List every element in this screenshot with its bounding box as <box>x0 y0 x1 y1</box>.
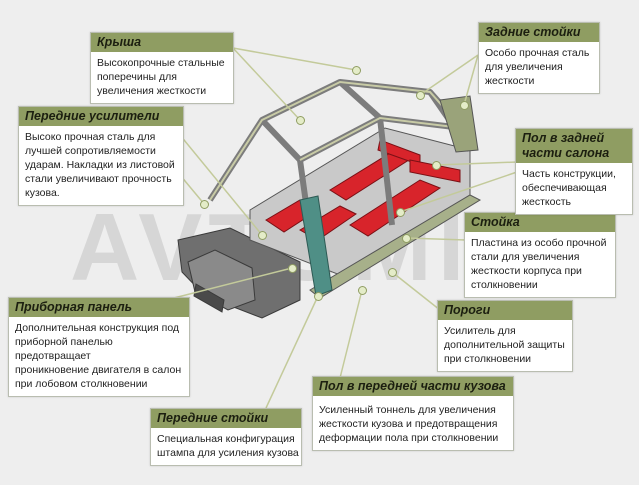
callout-rear-pillars-line: жесткости <box>485 75 535 87</box>
callout-roof-body: Высокопрочные стальные поперечины для ув… <box>91 52 233 103</box>
callout-pillar-line: стали для увеличения <box>471 251 580 263</box>
rear-pillar-panel <box>439 95 479 153</box>
anchor-dot-front-reinforcement <box>200 200 209 209</box>
callout-front-reinforcements-line: ударам. Накладки из листовой <box>25 159 175 171</box>
anchor-dot-pillar <box>402 234 411 243</box>
callout-sills-body: Усилитель для дополнительной защиты при … <box>438 320 572 371</box>
callout-front-pillars-line: Специальная конфигурация <box>157 433 295 445</box>
callout-rear-floor-line: обеспечивающая <box>522 182 607 194</box>
callout-front-reinforcements-line: стали увеличивают прочность <box>25 173 172 185</box>
callout-roof: Крыша Высокопрочные стальные поперечины … <box>90 32 234 104</box>
anchor-dot-roof-1 <box>296 116 305 125</box>
anchor-dot-dashboard <box>288 264 297 273</box>
callout-rear-floor-title: Пол в задней части салона <box>516 129 632 163</box>
anchor-dot-front-reinforcement-2 <box>258 231 267 240</box>
front-subframe <box>177 227 301 319</box>
anchor-dot-rear-pillar-2 <box>416 91 425 100</box>
anchor-dot-rear-floor <box>432 161 441 170</box>
callout-dashboard-title: Приборная панель <box>9 298 189 317</box>
callout-rear-pillars-line: Особо прочная сталь <box>485 47 590 59</box>
callout-sills-line: при столкновении <box>444 353 532 365</box>
callout-front-pillars: Передние стойки Специальная конфигурация… <box>150 408 302 466</box>
callout-front-reinforcements-body: Высоко прочная сталь для лучшей сопротив… <box>19 126 183 205</box>
anchor-dot-rear-pillar <box>460 101 469 110</box>
callout-front-floor-body: Усиленный тоннель для увеличения жесткос… <box>313 396 513 450</box>
callout-front-reinforcements-line: кузова. <box>25 187 60 199</box>
callout-rear-floor-title-line: Пол в задней <box>522 131 605 145</box>
callout-sills-title: Пороги <box>438 301 572 320</box>
callout-rear-floor-body: Часть конструкции, обеспечивающая жестко… <box>516 163 632 214</box>
callout-dashboard: Приборная панель Дополнительная конструк… <box>8 297 190 397</box>
front-pillar-panel <box>299 195 333 297</box>
callout-front-pillars-body: Специальная конфигурация штампа для усил… <box>151 428 301 465</box>
callout-rear-floor-line: Часть конструкции, <box>522 168 616 180</box>
callout-roof-line: Высокопрочные стальные <box>97 57 225 69</box>
callout-front-reinforcements: Передние усилители Высоко прочная сталь … <box>18 106 184 206</box>
anchor-dot-roof-2 <box>352 66 361 75</box>
callout-rear-pillars-line: для увеличения <box>485 61 563 73</box>
callout-rear-pillars: Задние стойки Особо прочная сталь для ув… <box>478 22 600 94</box>
callout-front-floor-line: Усиленный тоннель для увеличения <box>319 404 496 416</box>
callout-dashboard-line: проникновение двигателя в салон <box>15 364 182 376</box>
callout-front-pillars-line: штампа для усиления кузова <box>157 447 299 459</box>
callout-rear-pillars-title: Задние стойки <box>479 23 599 42</box>
anchor-dot-front-pillar <box>314 292 323 301</box>
callout-sills-line: Усилитель для <box>444 325 516 337</box>
callout-pillar-line: столкновении <box>471 279 538 291</box>
callout-rear-floor: Пол в задней части салона Часть конструк… <box>515 128 633 215</box>
callout-front-reinforcements-line: Высоко прочная сталь для <box>25 131 156 143</box>
callout-front-reinforcements-line: лучшей сопротивляемости <box>25 145 156 157</box>
anchor-dot-rear-floor-2 <box>396 208 405 217</box>
callout-roof-title: Крыша <box>91 33 233 52</box>
callout-dashboard-body: Дополнительная конструкция под приборной… <box>9 317 189 396</box>
anchor-dot-sill <box>388 268 397 277</box>
callout-front-floor-line: жесткости кузова и предотвращения <box>319 418 498 430</box>
callout-dashboard-line: при лобовом столкновении <box>15 378 148 390</box>
callout-rear-floor-title-line: части салона <box>522 146 610 160</box>
leader-lines <box>165 47 518 409</box>
callout-pillar-line: жесткости корпуса при <box>471 265 582 277</box>
callout-rear-pillars-body: Особо прочная сталь для увеличения жестк… <box>479 42 599 93</box>
callout-roof-line: поперечины для <box>97 71 177 83</box>
callout-front-floor-line: деформации пола при столкновении <box>319 432 499 444</box>
callout-dashboard-line: Дополнительная конструкция под <box>15 322 180 334</box>
callout-front-floor-title: Пол в передней части кузова <box>313 377 513 396</box>
callout-pillar-body: Пластина из особо прочной стали для увел… <box>465 232 615 297</box>
callout-front-pillars-title: Передние стойки <box>151 409 301 428</box>
callout-front-reinforcements-title: Передние усилители <box>19 107 183 126</box>
callout-sills-line: дополнительной защиты <box>444 339 565 351</box>
callout-pillar-title: Стойка <box>465 213 615 232</box>
roof-frame-highlight <box>209 80 463 201</box>
callout-dashboard-line: приборной панелью <box>15 336 113 348</box>
callout-sills: Пороги Усилитель для дополнительной защи… <box>437 300 573 372</box>
callout-pillar: Стойка Пластина из особо прочной стали д… <box>464 212 616 298</box>
floor-pan <box>249 127 471 276</box>
callout-rear-floor-line: жесткость <box>522 196 572 208</box>
callout-pillar-line: Пластина из особо прочной <box>471 237 607 249</box>
anchor-dot-front-floor <box>358 286 367 295</box>
callout-front-floor: Пол в передней части кузова Усиленный то… <box>312 376 514 451</box>
callout-roof-line: увеличения жесткости <box>97 85 207 97</box>
callout-dashboard-line: предотвращает <box>15 350 91 362</box>
